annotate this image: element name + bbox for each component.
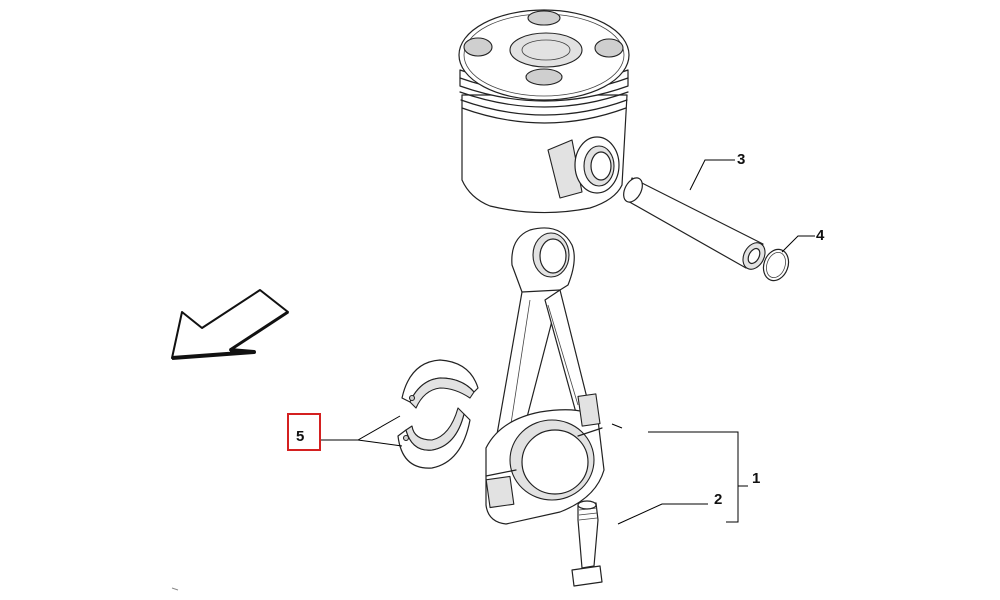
piston [458, 9, 630, 214]
leader-1a [611, 423, 623, 429]
leader-4 [781, 235, 815, 253]
leader-5 [320, 415, 403, 447]
leader-1-bracket [648, 431, 739, 523]
leader-2 [617, 503, 708, 525]
direction-arrow-icon [171, 289, 289, 360]
bearing-shells [397, 359, 479, 469]
callout-5: 5 [296, 428, 304, 445]
connecting-rod [485, 227, 605, 525]
callout-2: 2 [714, 491, 722, 508]
scan-mark [171, 587, 179, 591]
callout-1: 1 [752, 470, 760, 487]
highlight-box [287, 413, 321, 451]
piston-pin [623, 177, 766, 270]
rod-bolt [571, 500, 603, 587]
leader-lines [320, 159, 815, 525]
circlip [762, 248, 790, 282]
leader-3 [689, 159, 735, 191]
callout-4: 4 [816, 227, 825, 244]
callout-5-highlight[interactable]: 5 [287, 413, 321, 451]
callout-3: 3 [737, 151, 745, 168]
